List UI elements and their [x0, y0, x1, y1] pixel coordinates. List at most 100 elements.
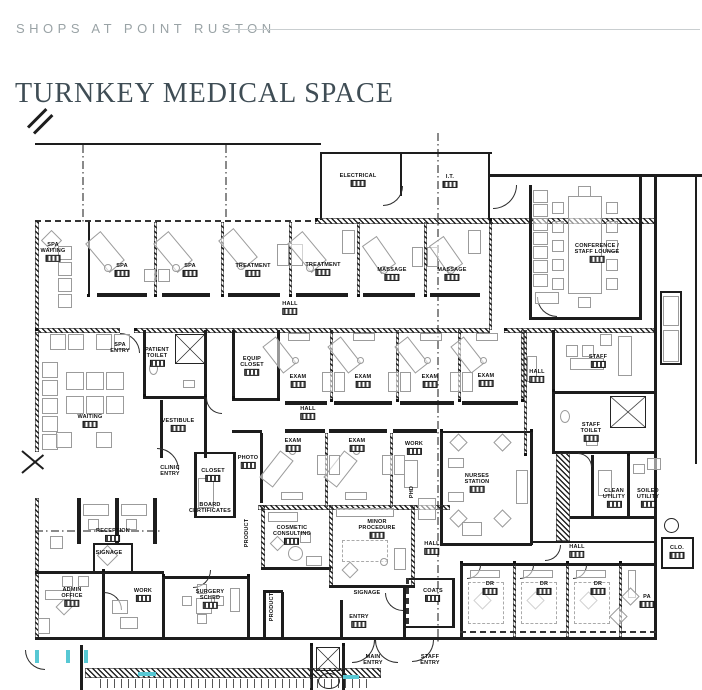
header-rule [222, 29, 700, 30]
wall-segment [393, 429, 437, 433]
room-label: RECEPTION [96, 528, 130, 543]
wall-segment [263, 590, 283, 593]
furniture [447, 266, 455, 274]
furniture [618, 336, 632, 376]
room-label: WORK [134, 588, 152, 603]
furniture [197, 614, 207, 624]
wall-segment [532, 541, 655, 543]
wall-tick [134, 328, 137, 331]
furniture [306, 556, 322, 566]
furniture [322, 372, 333, 392]
wall-segment [406, 578, 409, 628]
room-label: WORK [405, 441, 423, 456]
wall-segment [452, 578, 455, 628]
furniture [394, 336, 429, 374]
wall-segment [233, 452, 236, 518]
wall-tick [424, 294, 427, 297]
wall-segment [342, 645, 345, 690]
room-label: CLEAN UTILITY [603, 488, 625, 509]
wall-tick [521, 399, 524, 402]
furniture [342, 230, 355, 254]
wall-segment [315, 218, 657, 224]
furniture [172, 264, 180, 272]
room-number-box [350, 180, 366, 188]
room-number-box [240, 462, 256, 470]
room-label: PATIENT TOILET [145, 347, 169, 368]
furniture [86, 372, 104, 390]
furniture [42, 380, 58, 396]
wall-segment [437, 133, 439, 645]
room-label: SOILED UTILITY [637, 488, 659, 509]
furniture [66, 396, 84, 414]
wall-segment [263, 592, 266, 637]
wall-tick [440, 429, 443, 432]
teal-door-accent [84, 650, 88, 663]
wall-segment [100, 679, 370, 688]
wall-segment [134, 328, 490, 333]
wall-tick [310, 643, 313, 646]
furniture [533, 246, 548, 259]
wall-segment [21, 454, 45, 474]
wall-segment [680, 291, 682, 365]
room-number-box [45, 255, 61, 263]
wall-segment [424, 222, 427, 296]
wall-segment [660, 291, 682, 293]
furniture [83, 504, 109, 516]
room-label: SPA WAITING [41, 242, 66, 263]
furniture [450, 372, 461, 392]
wall-segment [289, 222, 292, 296]
furniture [237, 262, 245, 270]
room-label: EXAM [349, 438, 366, 453]
shaft-x-box [175, 334, 205, 364]
furniture [533, 218, 548, 231]
room-number-box [245, 270, 261, 278]
wall-segment [80, 645, 83, 690]
furniture [462, 372, 473, 392]
wall-tick [289, 294, 292, 297]
room-number-box [583, 435, 599, 443]
room-number-box [82, 421, 98, 429]
room-number-box [135, 595, 151, 603]
wall-segment [357, 222, 360, 296]
furniture [552, 278, 564, 290]
room-label: PRODUCT [268, 592, 275, 622]
furniture [288, 546, 303, 561]
wall-segment [77, 498, 81, 544]
wall-segment [162, 576, 165, 637]
room-label: PRODUCT [243, 518, 250, 548]
wall-segment [660, 291, 662, 365]
furniture [450, 336, 485, 374]
wall-segment [221, 222, 224, 296]
wall-segment [692, 537, 694, 569]
wall-tick [87, 294, 90, 297]
furniture [342, 540, 388, 562]
furniture [418, 498, 436, 520]
furniture [96, 432, 112, 448]
wall-segment [93, 543, 95, 573]
wall-segment [530, 431, 533, 545]
shaft-x-box [316, 647, 340, 671]
wall-segment [529, 185, 532, 319]
furniture [58, 262, 72, 276]
furniture [663, 330, 679, 362]
wall-segment [363, 293, 415, 297]
wall-tick [460, 561, 463, 564]
room-number-box [529, 376, 545, 384]
room-label: HALL [300, 406, 316, 421]
wall-segment [488, 152, 490, 220]
wall-segment [143, 396, 207, 399]
furniture [45, 590, 71, 600]
wall-segment [661, 537, 694, 539]
wall-segment [460, 563, 463, 637]
furniture [552, 202, 564, 214]
furniture [86, 396, 104, 414]
wall-segment [296, 293, 348, 297]
wall-segment [460, 631, 656, 633]
wall-segment [566, 563, 569, 637]
furniture [560, 410, 570, 423]
room-label: EQUIP CLOSET [240, 356, 264, 377]
room-number-box [444, 274, 460, 282]
wall-segment [329, 585, 415, 588]
wall-segment [21, 450, 45, 470]
furniture [88, 519, 99, 530]
